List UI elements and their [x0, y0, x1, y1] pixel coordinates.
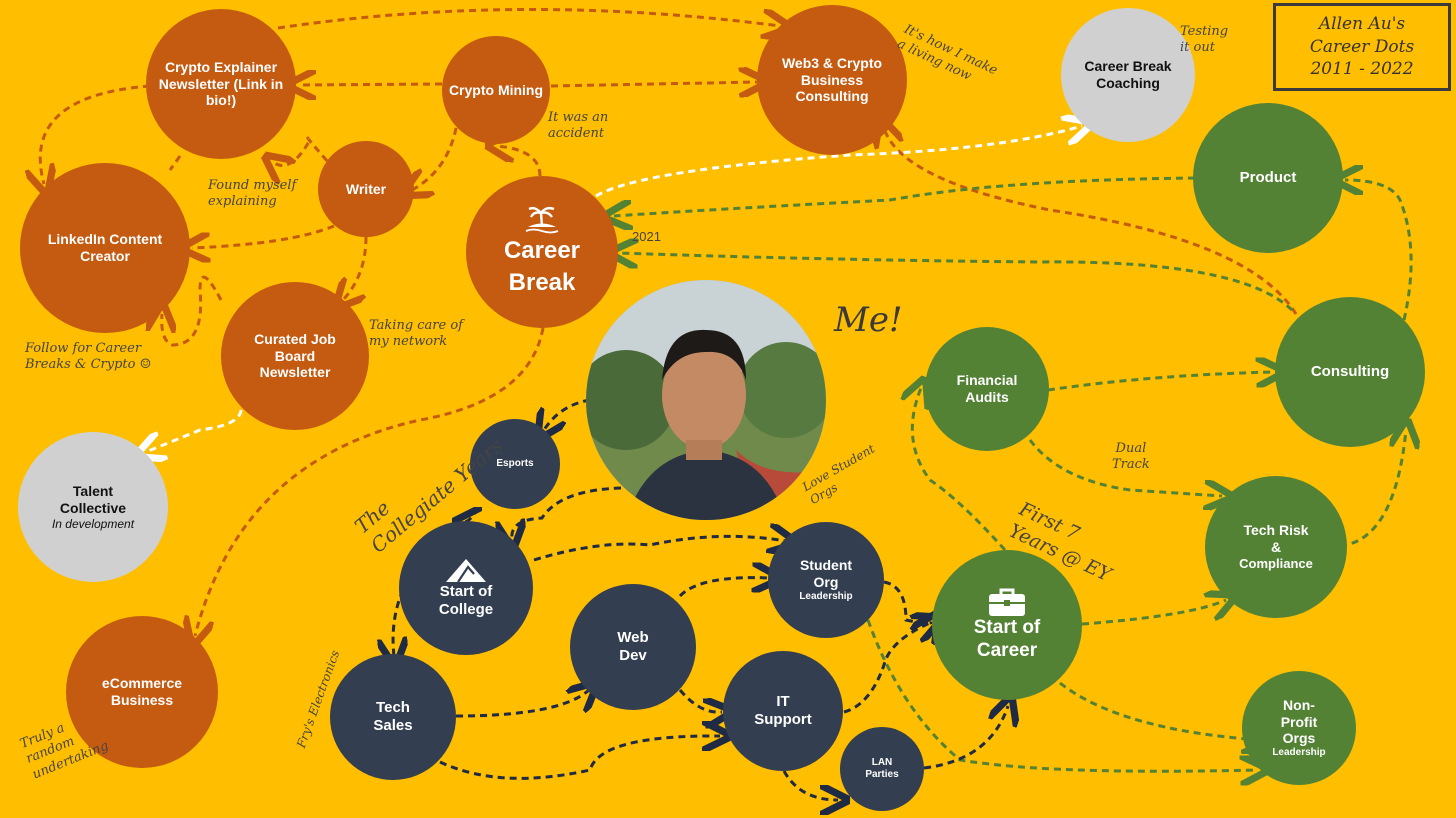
- title-box: Allen Au's Career Dots 2011 - 2022: [1273, 3, 1451, 91]
- connector-arrow: [866, 619, 1258, 771]
- connector-arrow: [843, 622, 932, 714]
- node-linkedin-content-creator: LinkedIn Content Creator: [20, 163, 190, 333]
- note-found-myself: Found myself explaining: [208, 178, 297, 210]
- node-start-of-college: Start of College: [399, 521, 533, 655]
- connector-arrow: [412, 115, 460, 190]
- connector-arrow: [1028, 439, 1222, 496]
- node-student-org-leadership: Student Org Leadership: [768, 522, 884, 638]
- node-it-support: IT Support: [723, 651, 843, 771]
- connector-arrow: [678, 578, 770, 598]
- connector-arrow: [464, 508, 478, 522]
- node-ecommerce-business: eCommerce Business: [66, 616, 218, 768]
- profile-photo: [586, 280, 826, 520]
- connector-arrow: [533, 536, 786, 562]
- connector-arrow: [1081, 600, 1226, 626]
- connector-arrow: [595, 126, 1082, 198]
- node-financial-audits: Financial Audits: [925, 327, 1049, 451]
- connector-arrow: [782, 770, 838, 800]
- briefcase-icon: [989, 588, 1025, 617]
- node-career-break: Career Break: [466, 176, 618, 328]
- node-non-profit-orgs: Non-Profit Orgs Leadership: [1242, 671, 1356, 785]
- note-testing-it-out: Testing it out: [1180, 24, 1229, 56]
- connector-arrow: [343, 236, 368, 300]
- connector-arrow: [146, 409, 243, 452]
- connector-arrow: [162, 275, 223, 347]
- node-crypto-explainer-newsletter: Crypto Explainer Newsletter (Link in bio…: [146, 9, 296, 159]
- node-crypto-mining: Crypto Mining: [442, 36, 550, 144]
- connector-arrow: [1345, 180, 1413, 321]
- connector-arrow: [277, 7, 780, 28]
- node-consulting: Consulting: [1275, 297, 1425, 447]
- connector-arrow: [1059, 681, 1260, 740]
- node-start-of-career: Start of Career: [932, 550, 1082, 700]
- connector-arrow: [544, 398, 591, 430]
- node-web3-consulting: Web3 & Crypto Business Consulting: [757, 5, 907, 155]
- connector-arrow: [195, 327, 545, 636]
- connector-arrow: [439, 736, 720, 780]
- node-esports: Esports: [470, 419, 560, 509]
- connector-arrow: [1047, 372, 1274, 392]
- title-line-subtitle: Career Dots: [1309, 36, 1415, 57]
- node-tech-sales: Tech Sales: [330, 654, 456, 780]
- connector-arrow: [883, 580, 932, 623]
- connector-arrow: [550, 82, 757, 86]
- node-tech-risk-compliance: Tech Risk & Compliance: [1205, 476, 1347, 618]
- connector-arrow: [912, 388, 1007, 552]
- connector-arrow: [923, 706, 1008, 770]
- connector-arrow: [192, 224, 335, 248]
- portrait-illustration: [586, 280, 826, 520]
- connector-arrow: [455, 690, 589, 718]
- note-taking-care: Taking care of my network: [369, 318, 463, 350]
- node-web-dev: Web Dev: [570, 584, 696, 710]
- note-follow: Follow for Career Breaks & Crypto ☺: [25, 341, 152, 373]
- title-line-name: Allen Au's: [1318, 13, 1406, 34]
- me-label: Me!: [834, 300, 903, 340]
- connector-arrow: [884, 128, 1298, 315]
- node-lan-parties: LAN Parties: [840, 727, 924, 811]
- connector-arrow: [298, 84, 443, 85]
- node-career-break-coaching: Career Break Coaching: [1061, 8, 1195, 142]
- mountain-icon: [446, 559, 486, 583]
- island-palm-icon: [525, 206, 559, 234]
- connector-arrow: [1339, 430, 1406, 548]
- connector-arrow: [497, 146, 542, 177]
- node-talent-collective: Talent Collective In development: [18, 432, 168, 582]
- note-dual-track: Dual Track: [1112, 441, 1150, 473]
- node-product: Product: [1193, 103, 1343, 253]
- connector-arrow: [40, 84, 182, 184]
- connector-arrow: [678, 689, 722, 712]
- note-year-2021: 2021: [632, 229, 661, 244]
- title-line-years: 2011 - 2022: [1310, 59, 1414, 80]
- connector-arrow: [512, 486, 622, 538]
- connector-arrow: [273, 136, 337, 170]
- node-writer: Writer: [318, 141, 414, 237]
- note-accident: It was an accident: [548, 110, 609, 142]
- connector-arrow: [614, 176, 1196, 216]
- node-curated-job-board-newsletter: Curated Job Board Newsletter: [221, 282, 369, 430]
- connector-arrow: [620, 253, 1294, 312]
